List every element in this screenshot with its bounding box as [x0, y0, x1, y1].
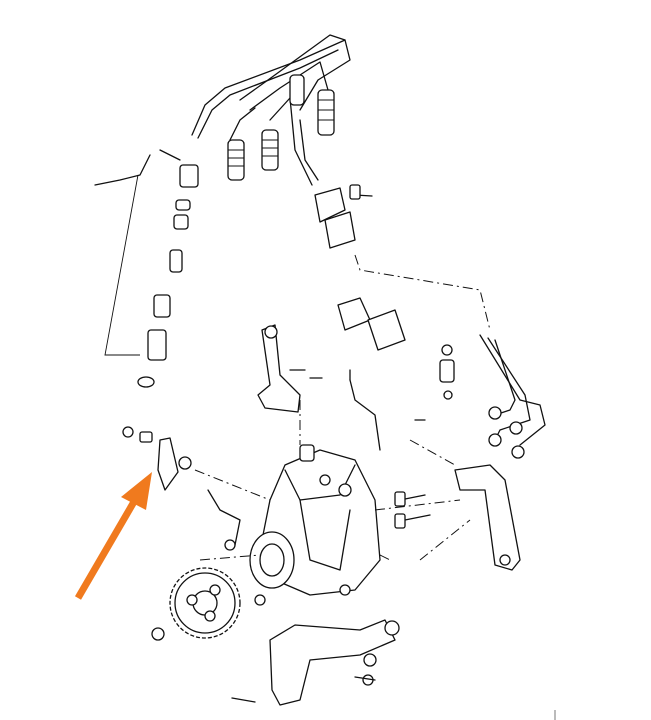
fuel-lines-right	[479, 334, 546, 459]
throttle-lever-bracket	[257, 324, 301, 413]
injector-pipes	[191, 34, 351, 186]
injection-pump	[249, 444, 381, 596]
injectors	[227, 74, 335, 181]
injector-exploded-parts	[94, 149, 199, 388]
leader-lines	[194, 400, 471, 561]
lower-bracket	[269, 619, 396, 706]
pump-timing-gear	[169, 567, 241, 639]
connectors	[314, 187, 491, 400]
fasteners	[122, 184, 431, 703]
right-bracket	[454, 464, 521, 571]
highlight-arrow	[74, 472, 152, 600]
